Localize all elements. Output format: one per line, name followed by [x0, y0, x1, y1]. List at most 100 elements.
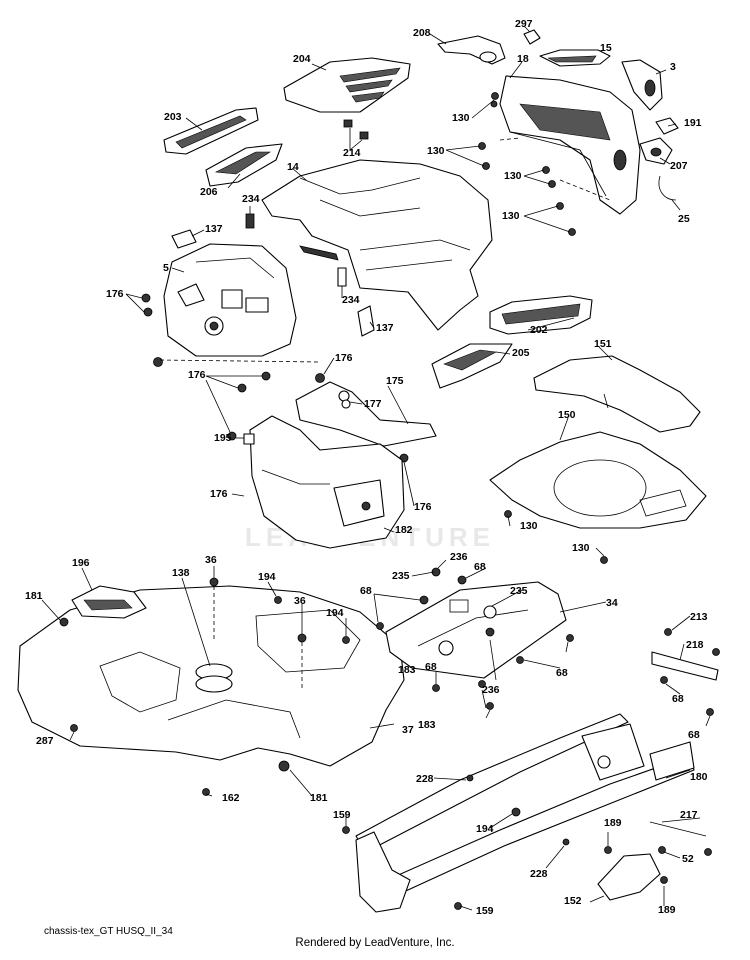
part-137-bracket[interactable]	[171, 229, 375, 337]
callout-3: 3	[670, 61, 676, 73]
callout-130: 130	[572, 542, 590, 554]
callout-5: 5	[163, 262, 169, 274]
part-37-foot-deck[interactable]	[17, 585, 405, 767]
diagram-reference-code: chassis-tex_GT HUSQ_II_34	[44, 926, 173, 937]
part-177-bushing[interactable]	[341, 399, 351, 409]
screw-130-pan-b[interactable]	[600, 556, 608, 564]
part-206-grille[interactable]	[205, 143, 283, 187]
part-15-lens[interactable]	[539, 49, 611, 67]
callout-52: 52	[682, 853, 694, 865]
part-218-bracket[interactable]	[651, 628, 720, 716]
callout-218: 218	[686, 639, 704, 651]
callout-137: 137	[205, 223, 223, 235]
part-191-lamp[interactable]	[655, 117, 679, 135]
callout-180: 180	[690, 771, 708, 783]
part-205-trim[interactable]	[431, 343, 513, 389]
callout-34: 34	[606, 597, 618, 609]
callout-130: 130	[427, 145, 445, 157]
part-3-side-lamp[interactable]	[621, 59, 663, 111]
callout-176: 176	[188, 369, 206, 381]
callout-234: 234	[242, 193, 260, 205]
part-207-lamp-housing[interactable]	[639, 137, 673, 165]
callout-68: 68	[474, 561, 486, 573]
callout-138: 138	[172, 567, 190, 579]
leader-lines	[41, 25, 711, 911]
callout-235: 235	[510, 585, 528, 597]
part-14-hood[interactable]	[261, 159, 493, 331]
callout-206: 206	[200, 186, 218, 198]
part-196-cover[interactable]	[71, 585, 147, 619]
callout-176: 176	[335, 352, 353, 364]
callout-194: 194	[258, 571, 276, 583]
part-208-headlight-bracket[interactable]	[437, 35, 506, 65]
part-18-nose-grille[interactable]	[499, 75, 641, 215]
callout-234: 234	[342, 294, 360, 306]
callout-175: 175	[386, 375, 404, 387]
part-203-grille[interactable]	[163, 107, 259, 155]
callout-204: 204	[293, 53, 311, 65]
callout-207: 207	[670, 160, 688, 172]
callout-214: 214	[343, 147, 361, 159]
callout-37: 37	[402, 724, 414, 736]
callout-236: 236	[450, 551, 468, 563]
callout-176: 176	[210, 488, 228, 500]
callout-194: 194	[476, 823, 494, 835]
part-34-mount-plate[interactable]	[385, 581, 567, 679]
callout-18: 18	[517, 53, 529, 65]
screw-181-b[interactable]	[278, 760, 290, 772]
callout-236: 236	[482, 684, 500, 696]
callout-130: 130	[502, 210, 520, 222]
screws-130-upper[interactable]	[478, 92, 576, 236]
screw-287[interactable]	[70, 724, 78, 732]
callout-36: 36	[294, 595, 306, 607]
callout-194: 194	[326, 607, 344, 619]
callout-177: 177	[364, 398, 382, 410]
callout-228: 228	[416, 773, 434, 785]
callout-25: 25	[678, 213, 690, 225]
part-195-spacer[interactable]	[243, 433, 255, 445]
callout-137: 137	[376, 322, 394, 334]
part-214-clips[interactable]	[343, 119, 369, 140]
callout-217: 217	[680, 809, 698, 821]
screw-162[interactable]	[202, 788, 210, 796]
nuts-194[interactable]	[274, 596, 521, 817]
screw-189-a[interactable]	[604, 846, 612, 854]
callout-202: 202	[530, 324, 548, 336]
callout-196: 196	[72, 557, 90, 569]
callout-189: 189	[604, 817, 622, 829]
part-150-pan[interactable]	[489, 431, 707, 529]
screw-189-b[interactable]	[660, 876, 668, 884]
callout-14: 14	[287, 161, 299, 173]
fasteners-68-183-235-236[interactable]	[376, 567, 574, 710]
screw-181-a[interactable]	[59, 617, 69, 627]
callout-182: 182	[395, 524, 413, 536]
callout-189: 189	[658, 904, 676, 916]
part-5-dash-console[interactable]	[163, 243, 297, 357]
callout-151: 151	[594, 338, 612, 350]
callout-287: 287	[36, 735, 54, 747]
callout-203: 203	[164, 111, 182, 123]
callout-191: 191	[684, 117, 702, 129]
part-25-trim-strip[interactable]	[658, 175, 677, 201]
part-182-front-fender[interactable]	[249, 415, 405, 549]
callout-152: 152	[564, 895, 582, 907]
part-152-guard[interactable]	[597, 853, 661, 901]
callout-68: 68	[556, 667, 568, 679]
callout-208: 208	[413, 27, 431, 39]
callout-130: 130	[504, 170, 522, 182]
callout-183: 183	[418, 719, 436, 731]
part-217-rod[interactable]	[649, 821, 712, 856]
callout-162: 162	[222, 792, 240, 804]
part-180-frame[interactable]	[342, 713, 695, 913]
callout-159: 159	[333, 809, 351, 821]
part-175-bracket[interactable]	[295, 381, 437, 447]
part-202-grille[interactable]	[489, 295, 593, 335]
callout-205: 205	[512, 347, 530, 359]
part-151-bracket[interactable]	[533, 355, 701, 433]
callout-235: 235	[392, 570, 410, 582]
part-204-hood-insert[interactable]	[283, 57, 411, 113]
part-297-clip[interactable]	[523, 29, 541, 45]
